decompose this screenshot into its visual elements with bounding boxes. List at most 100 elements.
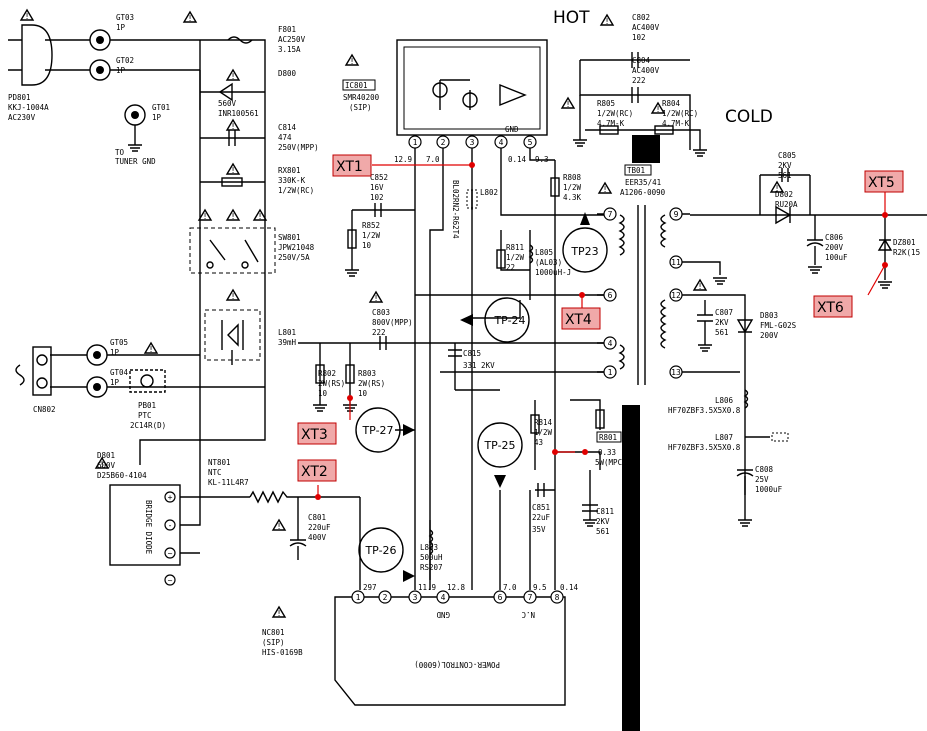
label-r804-rating: 1/2W(RC) — [662, 109, 698, 118]
label-c807: C807 — [715, 308, 733, 317]
label-l805-value: 1000uH-J — [535, 268, 571, 277]
label-pb01: PB01 — [138, 401, 156, 410]
volt-pin2: 7.0 — [426, 155, 440, 164]
warning-icon: ! — [650, 101, 666, 114]
capacitor-c804-icon — [631, 87, 639, 103]
label-l805-core: (AL03) — [535, 258, 562, 267]
label-gt03: GT03 — [116, 13, 134, 22]
tb-pin-7: 7 — [608, 210, 613, 219]
label-tb01: TB01 — [627, 166, 645, 175]
warning-icon: ! — [344, 53, 360, 66]
tb-pin-11: 11 — [671, 258, 681, 267]
warning-icon: ! — [225, 68, 241, 81]
label-c851-value: 22uF — [532, 513, 551, 522]
label-c852: C852 — [370, 173, 388, 182]
capacitor-c803-icon — [379, 336, 387, 350]
capacitor-c815-icon — [448, 349, 462, 357]
ic-pin-1: 1 — [413, 138, 418, 147]
warning-icon: ! — [368, 290, 384, 303]
svg-text:!: ! — [374, 294, 379, 303]
label-c801: C801 — [308, 513, 326, 522]
testpoint-tp24: TP-24 — [460, 297, 530, 343]
svg-text:!: ! — [231, 212, 236, 221]
capacitor-c808-icon — [736, 469, 754, 495]
label-r803-value: 10 — [358, 389, 368, 398]
testpoint-tp27: TP-27 — [355, 407, 415, 453]
components: BRIDGE DIODE + - ~ ~ 1 2 3 4 5 — [8, 24, 893, 731]
ic-pin-4: 4 — [499, 138, 504, 147]
component-labels: HOT COLD PD801 KKJ-1004A AC230V GT03 1P … — [8, 8, 920, 669]
label-c851: C851 — [532, 503, 550, 512]
label-c808-voltage: 25V — [755, 475, 769, 484]
label-r811-value: 22 — [506, 263, 515, 272]
cold-heading: COLD — [725, 107, 773, 127]
marker-xt6: XT6 — [817, 300, 844, 316]
label-l803-part: RS207 — [420, 563, 443, 572]
label-rx801-rating: 1/2W(RC) — [278, 186, 314, 195]
label-c802-rating: AC400V — [632, 23, 660, 32]
svg-text:!: ! — [775, 184, 780, 193]
svg-text:!: ! — [656, 105, 661, 114]
ptc-pb01-icon — [129, 369, 166, 393]
label-d803: D803 — [760, 311, 778, 320]
label-pc-nc: N.C — [521, 610, 535, 619]
testpoint-tp25: TP-25 — [477, 422, 523, 488]
label-d801-part: D25B60-4104 — [97, 471, 147, 480]
label-gt01: GT01 — [152, 103, 170, 112]
label-l803-value: 500uH — [420, 553, 443, 562]
svg-text:TP-27: TP-27 — [361, 424, 393, 437]
label-c807-value: 561 — [715, 328, 729, 337]
label-c805-rating: 2KV — [778, 161, 792, 170]
tb-pin-6: 6 — [608, 291, 613, 300]
label-l801-value: 39mH — [278, 338, 297, 347]
label-nc801-type: (SIP) — [262, 638, 285, 647]
volt-pc-7: 9.5 — [533, 583, 547, 592]
label-dz801: DZ801 — [893, 238, 916, 247]
label-l803: L803 — [420, 543, 438, 552]
label-ic-gnd: GND — [505, 125, 519, 134]
svg-text:!: ! — [566, 100, 571, 109]
svg-text:TP-26: TP-26 — [364, 544, 396, 557]
pc-pin-7: 7 — [528, 593, 533, 602]
pc-pin-3: 3 — [413, 593, 418, 602]
warning-icon: ! — [252, 208, 268, 221]
test-points: TP23 TP-24 TP-27 TP-25 TP-26 — [355, 212, 608, 582]
thermistor-nt801-icon — [249, 490, 290, 504]
label-r805-rating: 1/2W(RC) — [597, 109, 633, 118]
label-cn802: CN802 — [33, 405, 56, 414]
label-gt05-pin: 1P — [110, 348, 120, 357]
label-varistor-part: INR100561 — [218, 109, 259, 118]
label-l807: L807 — [715, 433, 733, 442]
volt-pc-1: 297 — [363, 583, 377, 592]
capacitor-c806-icon — [806, 239, 824, 265]
volt-pin1: 12.9 — [394, 155, 412, 164]
connector-gt05-icon — [86, 344, 108, 366]
label-sw801-part: JPW21048 — [278, 243, 315, 252]
capacitor-c805-icon — [781, 168, 789, 182]
label-c803-rating: 800V(MPP) — [372, 318, 413, 327]
label-l802: L802 — [480, 188, 498, 197]
warning-icon: ! — [94, 456, 110, 469]
label-dz801-part: R2K(15 — [893, 248, 920, 257]
ic801-pins: 1 2 3 4 5 — [408, 135, 537, 149]
volt-pc-6: 7.0 — [503, 583, 517, 592]
label-tb01-core: EER35/41 — [625, 178, 661, 187]
bridge-pin-ac2: ~ — [168, 576, 173, 585]
label-varistor-v: 560V — [218, 99, 237, 108]
label-nc801: NC801 — [262, 628, 285, 637]
svg-text:!: ! — [188, 14, 193, 23]
label-ic801: IC801 — [345, 81, 368, 90]
label-r801-value: 0.33 — [598, 448, 616, 457]
svg-text:!: ! — [277, 522, 282, 531]
label-c803-value: 222 — [372, 328, 386, 337]
label-f801-rating: AC250V — [278, 35, 306, 44]
resistor-r805-icon — [599, 125, 619, 135]
zener-dz801-icon — [877, 238, 893, 251]
ic-pin-2: 2 — [441, 138, 446, 147]
label-d801-rating: 600V — [97, 461, 116, 470]
pc-pin-6: 6 — [498, 593, 503, 602]
svg-text:!: ! — [149, 345, 154, 354]
label-r804-value: 4.7M-K — [662, 119, 690, 128]
diode-d802-icon — [775, 205, 792, 225]
svg-text:!: ! — [231, 166, 236, 175]
